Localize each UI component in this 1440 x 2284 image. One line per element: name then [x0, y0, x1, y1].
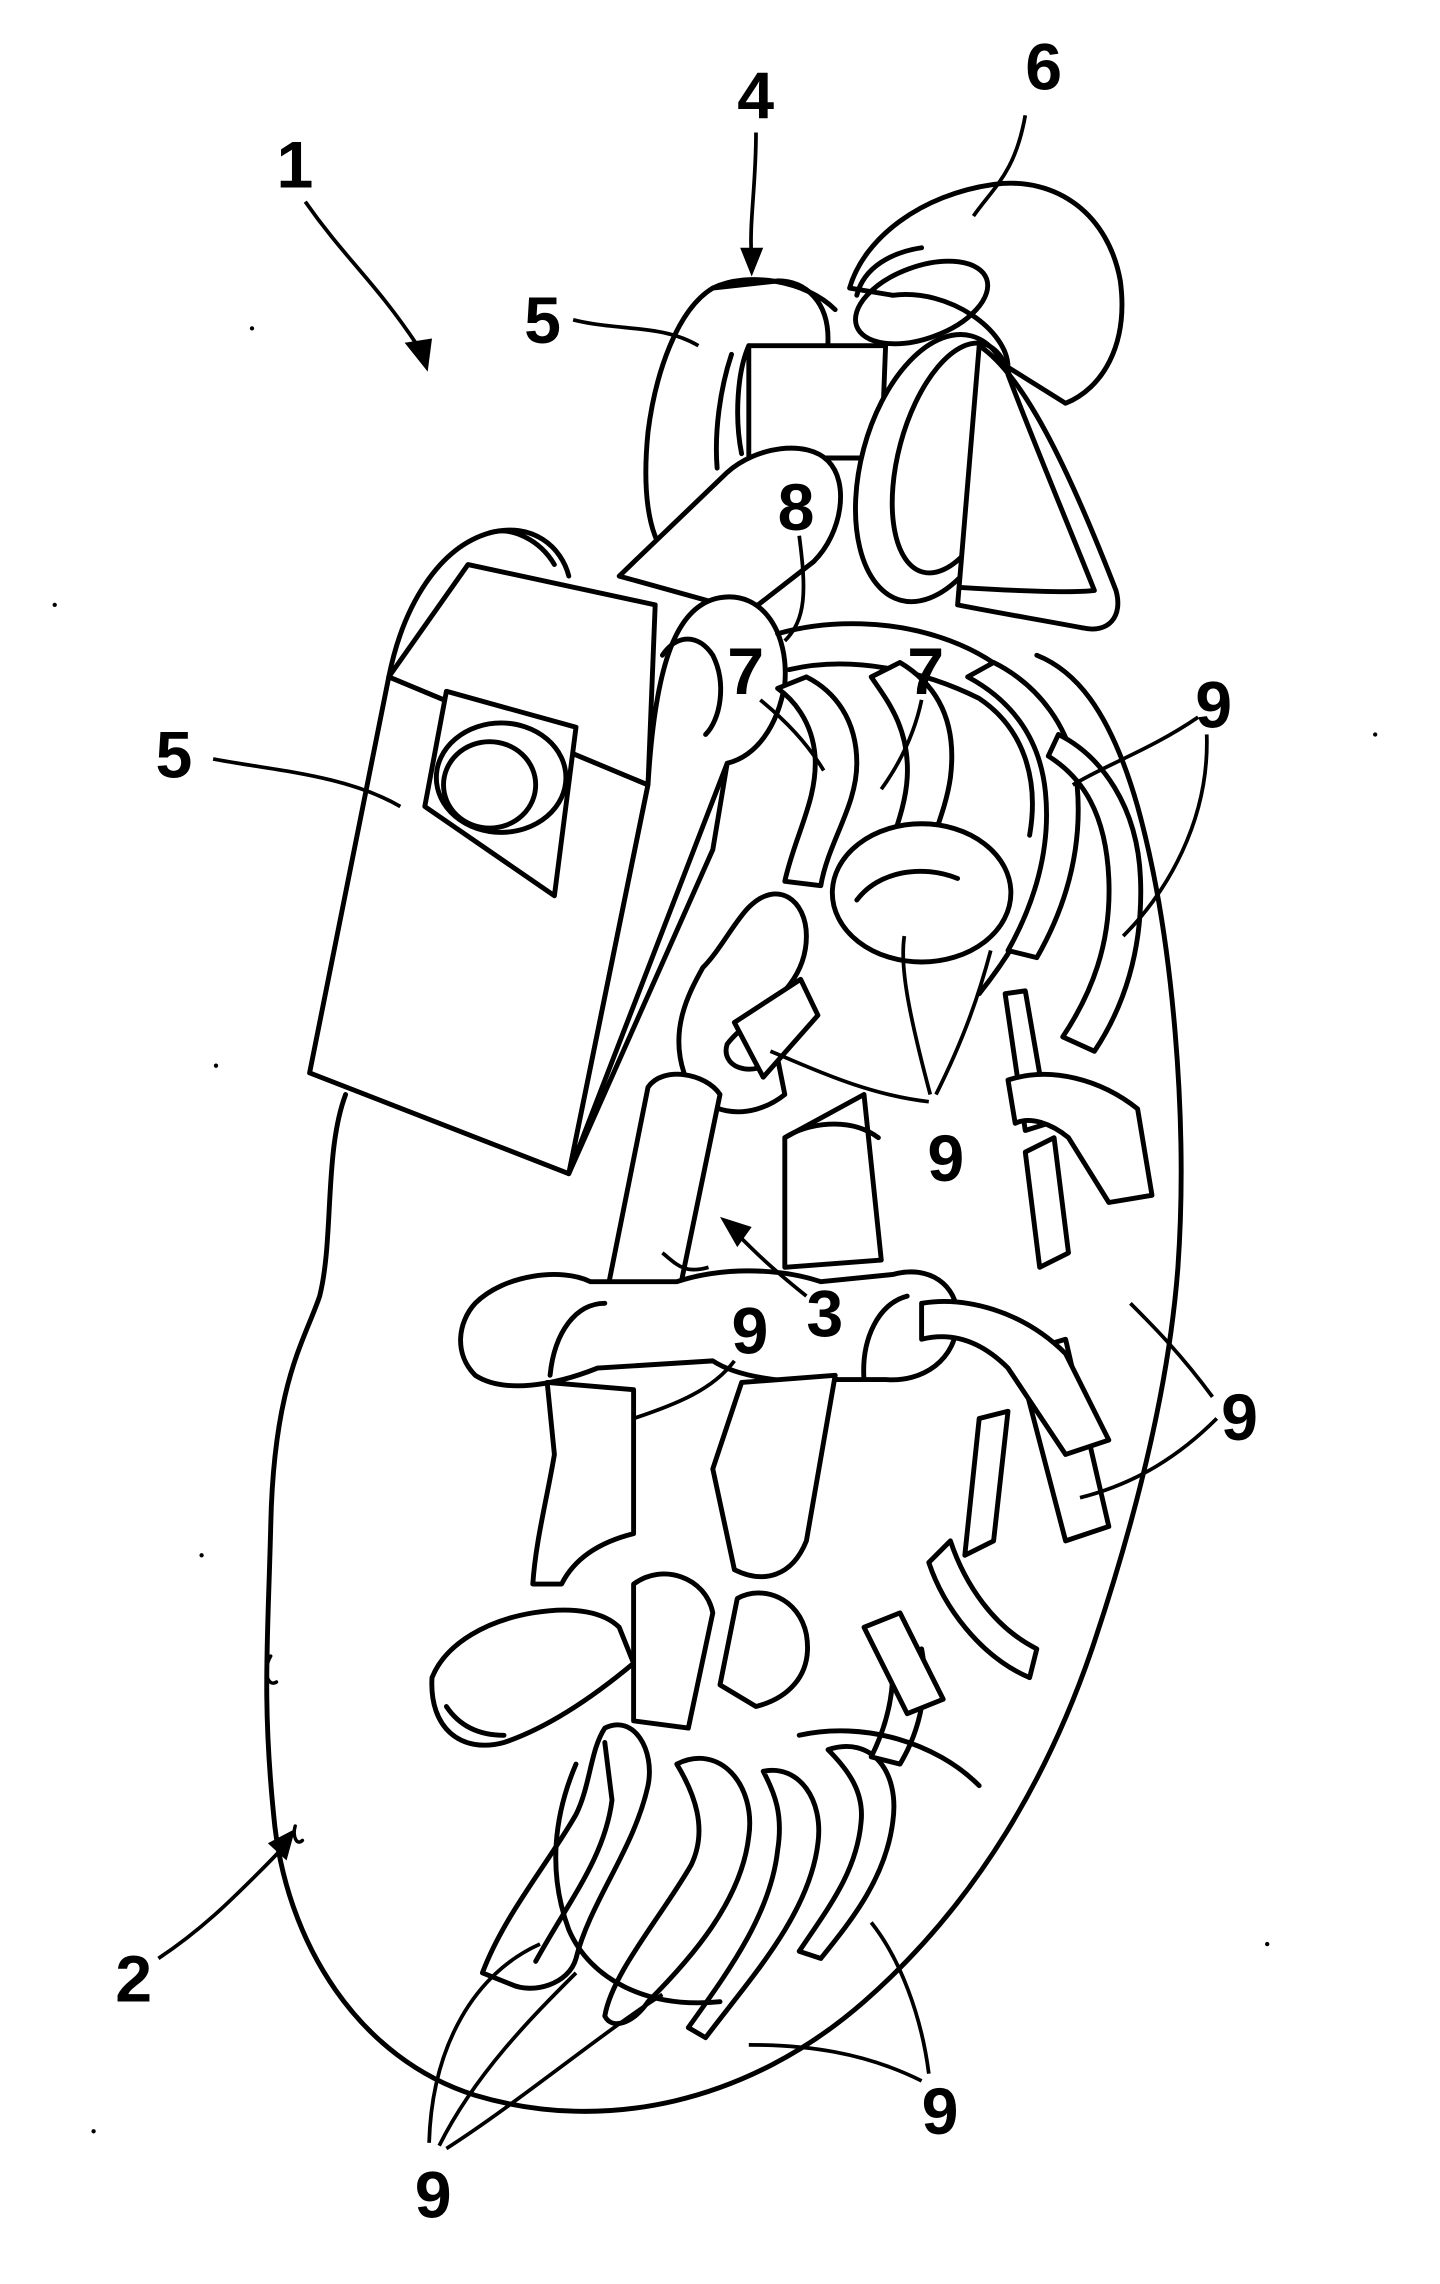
- label-spring-bottom-right: 9: [922, 2075, 959, 2149]
- joint-assembly: [619, 183, 1122, 629]
- label-spring-bottom-left: 9: [415, 2159, 452, 2233]
- label-tab-right: 7: [907, 635, 944, 709]
- label-cap: 6: [1025, 30, 1062, 104]
- label-central-part: 3: [806, 1277, 843, 1351]
- label-spring-lower-left-a: 9: [732, 1295, 769, 1369]
- label-spring-right-mid: 9: [1221, 1381, 1258, 1455]
- label-assembly: 1: [276, 128, 313, 202]
- label-bracket-lower: 5: [156, 719, 193, 793]
- label-spring-center: 9: [927, 1122, 964, 1196]
- label-joint: 4: [737, 59, 774, 133]
- label-spring-upper-right: 9: [1195, 668, 1232, 742]
- label-body: 2: [115, 1943, 152, 2017]
- label-tab-left: 7: [727, 635, 764, 709]
- label-center-element: 8: [778, 471, 815, 545]
- label-bracket-upper: 5: [524, 284, 561, 358]
